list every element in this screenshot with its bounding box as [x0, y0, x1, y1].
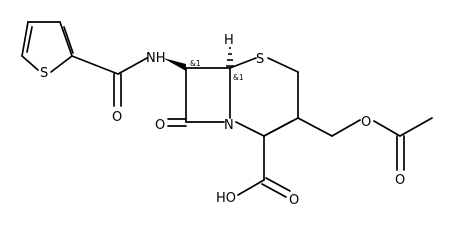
carboxylic-acid-group — [237, 135, 291, 198]
thiophene-sulfur-label: S — [40, 66, 48, 81]
c7-stereo-label: &1 — [190, 59, 201, 68]
cephalothin-structure: S NH O O N S H O O HO O &1 &1 — [21, 21, 433, 208]
acid-hydroxyl-label: HO — [216, 191, 236, 206]
ester-oxygen-label: O — [361, 115, 371, 130]
acid-oxygen-label: O — [289, 193, 299, 208]
amide-oxygen-label: O — [112, 110, 122, 125]
ring-sulfur-label: S — [256, 52, 264, 67]
lactam-oxygen-label: O — [155, 118, 165, 133]
amide-group — [71, 55, 148, 107]
ester-carbonyl-oxygen-label: O — [395, 173, 405, 188]
wedge-bond-c7-n — [163, 58, 186, 71]
stereo-hydrogen-label: H — [224, 33, 234, 48]
beta-lactam-ring — [167, 67, 231, 127]
hash-bond-c6-h — [226, 47, 234, 67]
acetoxymethyl-group — [297, 117, 433, 171]
ring-nitrogen-label: N — [224, 118, 234, 133]
amide-nh-label: NH — [146, 51, 166, 66]
c6-stereo-label: &1 — [233, 73, 244, 82]
dihydrothiazine-ring — [229, 57, 299, 137]
thiophene-ring — [21, 21, 74, 73]
